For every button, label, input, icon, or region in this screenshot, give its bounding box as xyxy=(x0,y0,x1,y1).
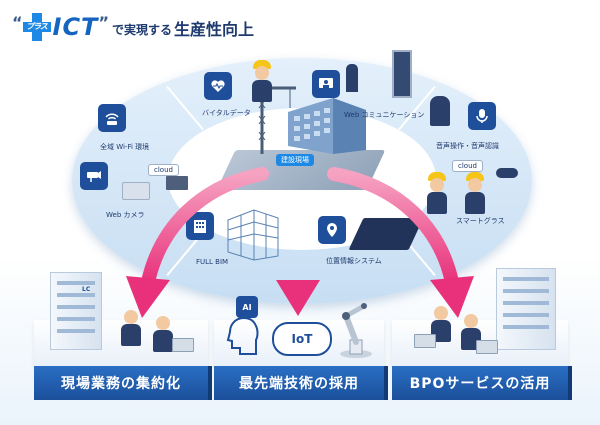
wifi-label: 全域 Wi-Fi 環境 xyxy=(100,143,150,151)
robot-arm-illustration xyxy=(340,303,372,358)
worker-head-2 xyxy=(430,178,444,192)
platform-left-label: 現場業務の集約化 xyxy=(34,366,208,400)
bpo-worker-head-2 xyxy=(464,314,478,328)
bpo-laptop-1 xyxy=(414,334,436,348)
cloud-tag-right: cloud xyxy=(452,160,483,172)
office-building-illustration xyxy=(288,98,366,154)
worker-body-2 xyxy=(427,192,447,214)
plus-icon: プラス xyxy=(22,13,51,41)
web-camera-label: Web カメラ xyxy=(106,211,145,219)
page-title: “ プラス ICT ” で実現する 生産性向上 xyxy=(12,12,254,42)
bpo-worker-head-1 xyxy=(434,306,448,320)
security-camera-icon xyxy=(80,162,108,190)
bim-wireframe-illustration xyxy=(227,209,279,261)
platform-right-label: BPOサービスの活用 xyxy=(392,366,568,400)
full-bim-label: FULL BIM xyxy=(196,258,229,266)
signage-display xyxy=(392,50,412,98)
arrow-left xyxy=(126,167,269,318)
microphone-icon xyxy=(468,102,496,130)
worker-hardhat xyxy=(253,60,271,69)
arrow-right xyxy=(327,167,474,318)
worker-head-3 xyxy=(468,178,482,192)
worker-head xyxy=(255,66,269,80)
office-worker-head-2 xyxy=(156,316,170,330)
iot-cloud-icon: IoT xyxy=(272,322,332,356)
platform-right-side xyxy=(568,366,572,400)
plus-ruby-text: プラス xyxy=(26,22,48,31)
bpo-worker-body-1 xyxy=(431,320,451,342)
person-silhouette-voice xyxy=(430,96,450,126)
camera-device xyxy=(122,182,150,200)
office-worker-body-1 xyxy=(121,324,141,346)
person-silhouette xyxy=(346,64,358,92)
video-call-icon xyxy=(312,70,340,98)
ai-chip-icon: AI xyxy=(236,296,258,318)
building-sign: LC xyxy=(82,286,91,293)
platform-center-side xyxy=(384,366,388,400)
wifi-router-icon xyxy=(98,104,126,132)
cloud-tag-left: cloud xyxy=(148,164,179,176)
office-building-right xyxy=(496,268,556,350)
office-building-left xyxy=(50,272,102,350)
platform-left-side xyxy=(208,366,212,400)
title-main: 生産性向上 xyxy=(173,20,254,39)
office-worker-head-1 xyxy=(124,310,138,324)
worker-body-3 xyxy=(465,192,485,214)
office-worker-body-2 xyxy=(153,330,173,352)
web-communication-label: Web コミュニケーション xyxy=(344,111,425,119)
construction-site-label: 建設現場 xyxy=(276,154,314,166)
ict-logo-text: ICT xyxy=(52,13,99,41)
vital-data-label: バイタルデータ xyxy=(202,109,251,117)
smart-glasses-label: スマートグラス xyxy=(456,217,505,225)
location-pin-icon xyxy=(318,216,346,244)
bpo-laptop-2 xyxy=(476,340,498,354)
worker-body xyxy=(252,80,272,102)
worker-hardhat-2 xyxy=(428,172,446,181)
worker-hardhat-3 xyxy=(466,172,484,181)
laptop-device xyxy=(166,176,188,190)
open-quote: “ xyxy=(12,12,23,32)
platform-center-label: 最先端技術の採用 xyxy=(214,366,384,400)
arrow-center xyxy=(276,180,320,316)
heart-monitor-icon xyxy=(204,72,232,100)
title-connector: で実現する xyxy=(111,22,172,37)
ai-head-icon xyxy=(226,316,259,355)
smart-glasses-device xyxy=(496,168,518,178)
close-quote: ” xyxy=(98,12,109,32)
location-system-label: 位置情報システム xyxy=(326,257,382,265)
office-laptop-1 xyxy=(172,338,194,352)
voice-operation-label: 音声操作・音声認識 xyxy=(436,142,499,150)
